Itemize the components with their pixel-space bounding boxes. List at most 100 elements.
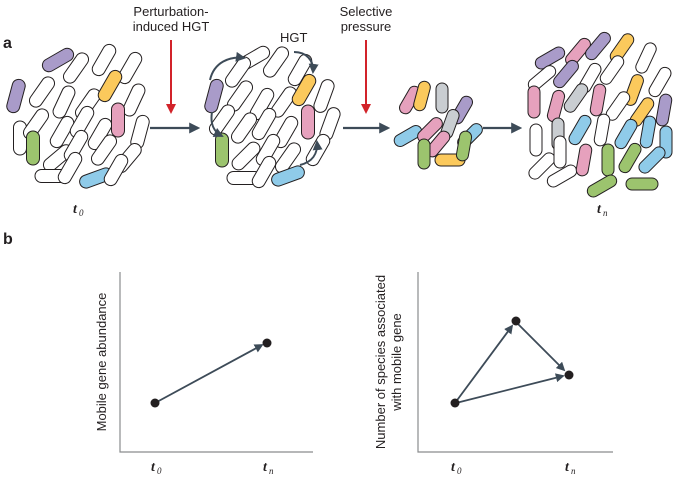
bacterium-purple bbox=[41, 47, 75, 73]
svg-text:t: t bbox=[73, 202, 78, 217]
right-plot-ylabel-line1: Number of species associated bbox=[373, 275, 388, 449]
bacterium-purple bbox=[655, 93, 673, 127]
bacterium-white bbox=[62, 52, 90, 84]
svg-text:n: n bbox=[603, 208, 608, 218]
bacterium-pink bbox=[301, 104, 315, 140]
bacterium-yellow bbox=[413, 80, 431, 112]
bacterium-grey bbox=[435, 82, 449, 114]
bacterium-white bbox=[255, 133, 281, 167]
selective-label-line1: Selective bbox=[340, 4, 393, 19]
bacterium-blue bbox=[614, 118, 638, 150]
bacterium-white bbox=[57, 151, 83, 185]
bacterium-white bbox=[529, 123, 543, 157]
bacterium-green bbox=[625, 177, 659, 191]
bacterium-blue bbox=[393, 125, 423, 147]
bacterium-blue bbox=[271, 165, 305, 187]
bacterium-white bbox=[231, 141, 261, 171]
bacterium-blue bbox=[568, 114, 592, 146]
bacterium-blue bbox=[639, 115, 657, 149]
bacterium-purple bbox=[204, 78, 224, 114]
bacterium-white bbox=[230, 112, 258, 144]
right-plot-point-t0 bbox=[450, 398, 460, 408]
bacterium-white bbox=[274, 142, 302, 174]
bacterium-green bbox=[601, 143, 615, 177]
right-plot-xtick-t0: t 0 bbox=[451, 460, 462, 476]
bacteria-cluster-selected bbox=[393, 80, 483, 170]
right-plot-axes bbox=[417, 272, 613, 453]
bacterium-purple bbox=[534, 46, 566, 70]
time-label-t0: t 0 bbox=[73, 202, 84, 218]
bacterium-white bbox=[635, 42, 657, 74]
bacterium-pink bbox=[111, 102, 125, 138]
bacteria-cluster-initial bbox=[6, 43, 150, 189]
bacterium-yellow bbox=[97, 69, 123, 103]
bacterium-white bbox=[287, 53, 313, 87]
right-plot-xtick-tn: t n bbox=[565, 460, 576, 476]
svg-text:t: t bbox=[597, 202, 602, 217]
bacterium-white bbox=[28, 76, 56, 108]
bacteria-cluster-hgt bbox=[204, 45, 341, 189]
bacterium-white bbox=[313, 79, 335, 113]
bacterium-green bbox=[455, 130, 473, 162]
right-plot-point-peak bbox=[511, 316, 521, 326]
bacterium-white bbox=[49, 115, 75, 149]
bacterium-white bbox=[251, 155, 277, 189]
perturbation-label-line2: induced HGT bbox=[133, 19, 210, 34]
left-plot-xtick-t0: t 0 bbox=[151, 460, 162, 476]
hgt-label: HGT bbox=[280, 30, 308, 45]
right-plot: Number of species associated with mobile… bbox=[373, 272, 613, 476]
bacterium-white bbox=[103, 153, 129, 187]
bacterium-white bbox=[553, 135, 567, 169]
hgt-transfer-arrows bbox=[209, 51, 323, 166]
left-plot-ylabel: Mobile gene abundance bbox=[94, 293, 109, 432]
bacterium-green bbox=[618, 142, 642, 174]
bacterium-white bbox=[262, 46, 290, 78]
svg-text:t: t bbox=[263, 460, 268, 475]
bacterium-white bbox=[122, 83, 146, 117]
left-plot-point-t0 bbox=[150, 398, 160, 408]
svg-text:0: 0 bbox=[157, 466, 162, 476]
left-plot-xtick-tn: t n bbox=[263, 460, 274, 476]
bacterium-white bbox=[117, 51, 143, 85]
bacterium-purple bbox=[553, 59, 579, 89]
bacterium-pink bbox=[546, 89, 566, 123]
bacterium-green bbox=[215, 132, 229, 168]
bacterium-green bbox=[417, 138, 431, 170]
bacterium-pink bbox=[589, 83, 607, 117]
svg-text:n: n bbox=[571, 466, 576, 476]
right-plot-ylabel-line2: with mobile gene bbox=[389, 313, 404, 412]
bacterium-white bbox=[224, 56, 252, 88]
svg-text:0: 0 bbox=[457, 466, 462, 476]
svg-text:n: n bbox=[269, 466, 274, 476]
right-plot-arrow-up bbox=[454, 324, 514, 404]
svg-text:0: 0 bbox=[79, 208, 84, 218]
bacterium-purple bbox=[585, 31, 611, 61]
left-plot: Mobile gene abundance t 0 t n bbox=[94, 272, 313, 476]
right-plot-arrow-direct bbox=[455, 373, 565, 404]
bacterium-white bbox=[593, 113, 611, 147]
bacterium-white bbox=[648, 66, 672, 98]
selective-label-line2: pressure bbox=[341, 19, 392, 34]
bacterium-white bbox=[546, 164, 578, 188]
bacterium-yellow bbox=[291, 73, 317, 107]
panel-a-label: a bbox=[3, 35, 12, 52]
bacterium-white bbox=[91, 43, 117, 77]
svg-text:t: t bbox=[151, 460, 156, 475]
right-plot-point-tn bbox=[564, 370, 574, 380]
bacterium-pink bbox=[575, 143, 593, 177]
bacterium-purple bbox=[6, 78, 26, 114]
bacterium-grey bbox=[563, 83, 589, 113]
bacterium-white bbox=[52, 85, 76, 119]
svg-text:t: t bbox=[565, 460, 570, 475]
bacteria-cluster-final bbox=[527, 31, 673, 198]
time-label-tn: t n bbox=[597, 202, 608, 218]
bacterium-white bbox=[251, 107, 277, 141]
right-plot-arrow-down bbox=[517, 323, 566, 372]
bacterium-white bbox=[208, 104, 236, 136]
left-plot-point-tn bbox=[262, 338, 272, 348]
svg-text:t: t bbox=[451, 460, 456, 475]
bacterium-white bbox=[90, 134, 118, 166]
bacterium-green bbox=[586, 174, 618, 198]
bacterium-pink bbox=[527, 85, 541, 119]
